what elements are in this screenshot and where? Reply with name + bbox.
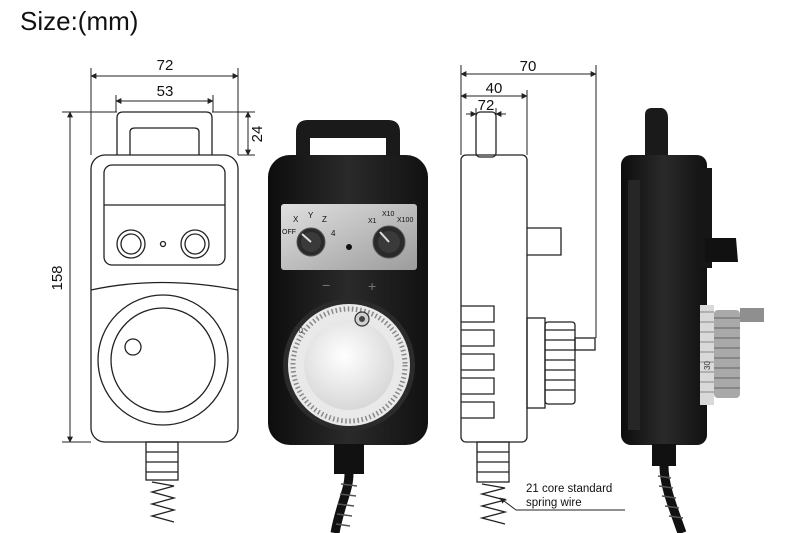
label-axis-4: 4 — [331, 229, 336, 238]
front-outline-view — [90, 111, 239, 523]
front-photo-view — [268, 120, 428, 533]
cable-note-line2: spring wire — [526, 497, 582, 509]
side-photo-view — [621, 108, 764, 533]
side-photo-knob — [705, 238, 738, 262]
dim-side-depth-body: 40 — [486, 80, 503, 97]
label-axis-y: Y — [308, 211, 314, 220]
dim-side-depth-total: 70 — [520, 58, 537, 75]
label-axis-x: X — [293, 215, 299, 224]
label-axis-off: OFF — [282, 229, 296, 236]
cable-note-leader — [499, 497, 625, 511]
dim-handle-height: 24 — [249, 126, 266, 143]
size-title: Size:(mm) — [20, 6, 139, 36]
side-wheel-outline — [526, 317, 546, 409]
photo-connector — [334, 444, 364, 474]
wheel-sign-plus: + — [368, 278, 376, 294]
photo-handle — [296, 120, 400, 160]
photo-cable — [330, 473, 354, 533]
wheel-sign-minus: − — [322, 277, 330, 293]
status-led — [346, 244, 352, 250]
front-top-panel — [103, 164, 226, 266]
label-axis-z: Z — [322, 215, 327, 224]
front-connector — [145, 441, 179, 481]
side-knob-outline — [527, 227, 562, 256]
side-photo-cable — [659, 465, 687, 533]
front-button-right — [180, 229, 210, 259]
front-spring — [149, 481, 177, 523]
front-dimensions — [62, 68, 255, 443]
dim-front-inner-width: 53 — [157, 83, 174, 100]
wheel-number-30: 30 — [703, 361, 712, 370]
side-photo-handle — [645, 108, 668, 160]
label-step-x10: X10 — [382, 211, 395, 218]
dim-side-knob: 72 — [478, 97, 495, 114]
label-step-x1: X1 — [368, 218, 377, 225]
dim-total-height: 158 — [49, 265, 66, 290]
side-handle — [475, 111, 497, 158]
front-body — [90, 154, 239, 443]
dim-front-width: 72 — [157, 57, 174, 74]
side-spring — [479, 483, 508, 525]
side-photo-body — [621, 155, 707, 445]
photo-wheel-center[interactable] — [304, 320, 394, 410]
front-wheel — [97, 294, 229, 426]
side-body — [460, 154, 528, 443]
wheel-number-70: 70 — [294, 326, 303, 335]
front-handle — [116, 111, 213, 155]
front-button-left — [116, 229, 146, 259]
cable-note-line1: 21 core standard — [526, 483, 612, 495]
side-dimensions — [460, 65, 597, 338]
side-photo-connector — [652, 444, 676, 466]
side-outline-view — [460, 111, 596, 525]
side-photo-wheel — [700, 305, 714, 405]
label-step-x100: X100 — [397, 217, 413, 224]
